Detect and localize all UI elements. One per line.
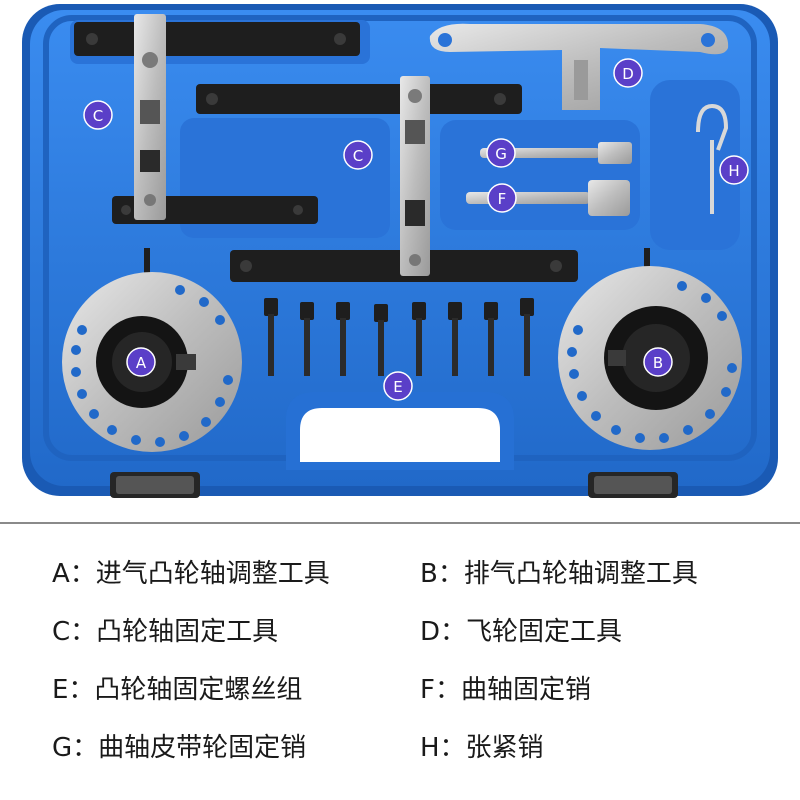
svg-text:D: D	[622, 65, 634, 83]
badge-b: B	[643, 347, 673, 377]
legend: A：进气凸轮轴调整工具 B：排气凸轮轴调整工具 C：凸轮轴固定工具 D：飞轮固定…	[0, 524, 800, 800]
badge-a: A	[126, 347, 156, 377]
svg-text:F: F	[498, 190, 507, 208]
badge-e: E	[383, 371, 413, 401]
legend-item-d: D：飞轮固定工具	[420, 617, 623, 647]
svg-text:H: H	[728, 162, 739, 180]
legend-item-h: H：张紧销	[420, 733, 544, 763]
svg-text:G: G	[495, 145, 507, 163]
legend-item-f: F：曲轴固定销	[420, 675, 591, 705]
badge-f: F	[487, 183, 517, 213]
camshaft-screw-set	[264, 298, 534, 376]
badge-c-center: C	[343, 140, 373, 170]
legend-item-a: A：进气凸轮轴调整工具	[52, 559, 330, 589]
tension-pin	[696, 103, 729, 214]
badge-h: H	[719, 155, 749, 185]
divider-line	[0, 522, 800, 524]
svg-text:A: A	[136, 354, 147, 372]
badge-d: D	[613, 58, 643, 88]
svg-text:C: C	[93, 107, 103, 125]
legend-item-g: G：曲轴皮带轮固定销	[52, 733, 307, 763]
badge-g: G	[486, 138, 516, 168]
camshaft-clamp-tools	[134, 14, 430, 276]
svg-text:E: E	[393, 378, 402, 396]
legend-item-c: C：凸轮轴固定工具	[52, 617, 279, 647]
legend-item-b: B：排气凸轮轴调整工具	[420, 559, 698, 589]
flywheel-holding-tool	[429, 23, 729, 110]
tool-kit-photo: A B C C D E F G H	[22, 4, 778, 498]
badge-c-left: C	[83, 100, 113, 130]
svg-text:B: B	[653, 354, 663, 372]
svg-text:C: C	[353, 147, 363, 165]
legend-item-e: E：凸轮轴固定螺丝组	[52, 675, 303, 705]
